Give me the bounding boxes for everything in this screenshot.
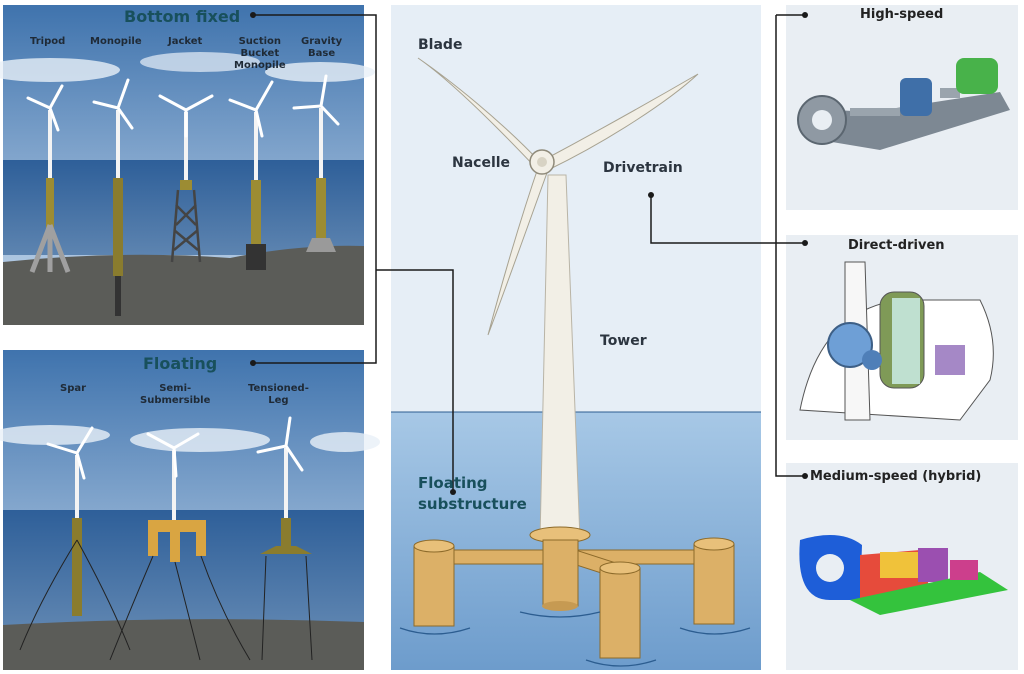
gravity-base-label: Gravity Base <box>301 36 343 59</box>
drivetrain-label: Drivetrain <box>603 160 683 176</box>
tripod-label: Tripod <box>30 36 66 47</box>
suction-bucket-label: Suction Bucket Monopile <box>234 36 286 71</box>
floating-panel <box>0 350 380 670</box>
floating-title: Floating <box>143 354 218 373</box>
tripod-turbine <box>26 84 71 273</box>
tower-label: Tower <box>600 333 647 349</box>
center-turbine-panel <box>391 5 761 670</box>
connector-dots <box>250 12 808 495</box>
spar-turbine <box>19 426 131 651</box>
tensioned-leg-label: Tensioned- Leg <box>248 383 309 406</box>
semi-submersible-turbine <box>109 432 251 661</box>
floating-substructure-label: Floating substructure <box>418 474 527 513</box>
medium-speed-title: Medium-speed (hybrid) <box>810 469 982 484</box>
tensioned-leg-turbine <box>256 416 313 661</box>
suction-bucket-turbine <box>228 80 274 270</box>
jacket-label: Jacket <box>168 36 203 47</box>
medium-speed-panel <box>786 463 1018 670</box>
nacelle-label: Nacelle <box>452 155 511 171</box>
bottom-fixed-title: Bottom fixed <box>124 7 241 26</box>
floating-substructure <box>399 526 751 667</box>
jacket-turbine <box>158 94 214 263</box>
semi-submersible-label: Semi- Submersible <box>140 383 211 406</box>
blade-label: Blade <box>418 37 463 53</box>
direct-driven-title: Direct-driven <box>848 238 945 253</box>
monopile-label: Monopile <box>90 36 142 47</box>
connector-lines <box>253 14 805 492</box>
high-speed-title: High-speed <box>860 7 944 22</box>
monopile-turbine <box>92 78 134 316</box>
direct-driven-panel <box>786 235 1018 440</box>
spar-label: Spar <box>60 383 87 394</box>
high-speed-panel <box>786 5 1018 210</box>
bottom-fixed-panel <box>0 5 375 325</box>
gravity-base-turbine <box>292 74 340 252</box>
